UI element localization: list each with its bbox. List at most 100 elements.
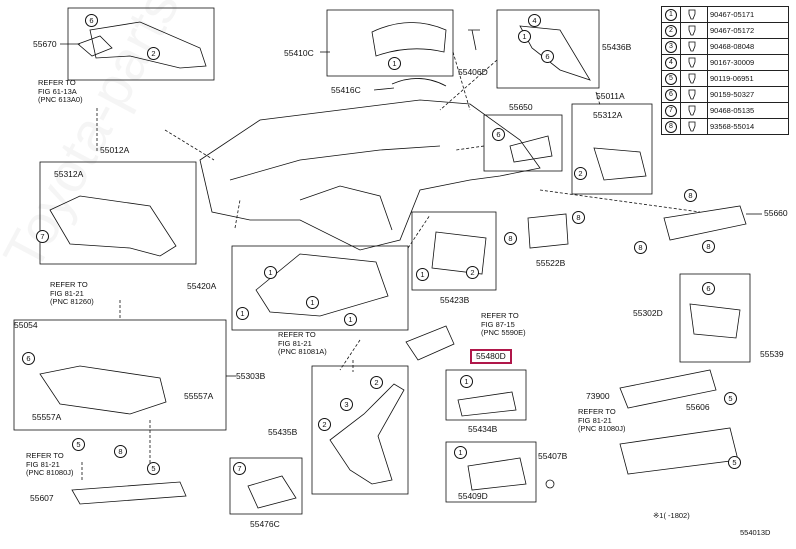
fastener-icon	[680, 70, 708, 87]
box-55423b	[411, 211, 497, 291]
label-55303b[interactable]: 55303B	[236, 371, 266, 381]
parts-table-row[interactable]: 1 90467-05171	[661, 6, 789, 23]
callout-1: 1	[236, 307, 249, 320]
box-55435b	[311, 365, 409, 495]
callout-2: 2	[574, 167, 587, 180]
fastener-parts-table: 1 90467-05171 2 90467-05172 3 90468-08048 4 901…	[661, 6, 789, 135]
label-55435b[interactable]: 55435B	[268, 427, 298, 437]
part-55522b-shape	[527, 213, 569, 249]
parts-table-row[interactable]: 3 90468-08048	[661, 38, 789, 55]
label-55406d[interactable]: 55406D	[458, 67, 488, 77]
label-55420a[interactable]: 55420A	[187, 281, 217, 291]
label-55410c[interactable]: 55410C	[284, 48, 314, 58]
callout-6: 6	[541, 50, 554, 63]
fastener-icon	[680, 6, 708, 23]
parts-table-row[interactable]: 6 90159-50327	[661, 86, 789, 103]
refer-note-81080j-right[interactable]: REFER TO FIG 81-21 (PNC 81080J)	[578, 407, 626, 433]
label-73900[interactable]: 73900	[586, 391, 610, 401]
parts-table-callout: 7	[661, 102, 681, 119]
box-55650	[483, 114, 563, 172]
parts-table-callout: 8	[661, 118, 681, 135]
callout-number: 4	[665, 56, 677, 69]
part-vent-shape	[405, 325, 455, 361]
box-55420a	[231, 245, 409, 331]
part-number-cell[interactable]: 90159-50327	[707, 86, 789, 103]
callout-1: 1	[306, 296, 319, 309]
label-55416c[interactable]: 55416C	[331, 85, 361, 95]
refer-note-5590e[interactable]: REFER TO FIG 87-15 (PNC 5590E)	[481, 311, 526, 337]
refer-note-81081a[interactable]: REFER TO FIG 81-21 (PNC 81081A)	[278, 330, 327, 356]
label-55302d[interactable]: 55302D	[633, 308, 663, 318]
part-55436b-shape	[519, 25, 591, 81]
parts-table-callout: 2	[661, 22, 681, 39]
label-55312a-left[interactable]: 55312A	[54, 169, 84, 179]
parts-table-row[interactable]: 2 90467-05172	[661, 22, 789, 39]
callout-7: 7	[36, 230, 49, 243]
fastener-icon	[680, 38, 708, 55]
label-55476c[interactable]: 55476C	[250, 519, 280, 529]
parts-table-row[interactable]: 5 90119-06951	[661, 70, 789, 87]
label-55409d[interactable]: 55409D	[458, 491, 488, 501]
label-55423b[interactable]: 55423B	[440, 295, 470, 305]
part-number-cell[interactable]: 90468-08048	[707, 38, 789, 55]
callout-number: 8	[665, 120, 677, 133]
label-55054[interactable]: 55054	[14, 320, 38, 330]
callout-1: 1	[460, 375, 473, 388]
parts-table-callout: 3	[661, 38, 681, 55]
callout-number: 1	[665, 8, 677, 21]
callout-3: 3	[340, 398, 353, 411]
part-number-cell[interactable]: 90167-30009	[707, 54, 789, 71]
part-55416c-shape	[391, 78, 447, 87]
parts-table-row[interactable]: 8 93568-55014	[661, 118, 789, 135]
fastener-icon	[680, 118, 708, 135]
callout-number: 6	[665, 88, 677, 101]
callout-6: 6	[22, 352, 35, 365]
part-number-cell[interactable]: 90467-05172	[707, 22, 789, 39]
box-55436b	[496, 9, 600, 89]
part-number-cell[interactable]: 90119-06951	[707, 70, 789, 87]
diagram-code: 554013D	[740, 528, 771, 537]
callout-4: 4	[528, 14, 541, 27]
callout-5: 5	[147, 462, 160, 475]
refer-note-81080j-left[interactable]: REFER TO FIG 81-21 (PNC 81080J)	[26, 451, 74, 477]
label-55407b[interactable]: 55407B	[538, 451, 568, 461]
part-55435b-shape	[329, 383, 405, 485]
label-55670[interactable]: 55670	[33, 39, 57, 49]
callout-8: 8	[504, 232, 517, 245]
part-number-cell[interactable]: 93568-55014	[707, 118, 789, 135]
part-number-cell[interactable]: 90468-05135	[707, 102, 789, 119]
label-55606[interactable]: 55606	[686, 402, 710, 412]
label-55522b[interactable]: 55522B	[536, 258, 566, 268]
label-55539[interactable]: 55539	[760, 349, 784, 359]
part-55302d-shape	[689, 303, 741, 339]
label-55434b[interactable]: 55434B	[468, 424, 498, 434]
callout-7: 7	[233, 462, 246, 475]
part-55012a-shape	[49, 195, 177, 257]
label-55607[interactable]: 55607	[30, 493, 54, 503]
label-55480d-highlighted[interactable]: 55480D	[470, 349, 512, 364]
callout-number: 3	[665, 40, 677, 53]
label-55011a[interactable]: 55011A	[596, 91, 625, 101]
instrument-panel-shape	[199, 99, 541, 251]
label-55660[interactable]: 55660	[764, 208, 788, 218]
label-55436b[interactable]: 55436B	[602, 42, 632, 52]
part-number-cell[interactable]: 90467-05171	[707, 6, 789, 23]
part-55011a-shape	[593, 147, 647, 181]
label-55557a-right[interactable]: 55557A	[184, 391, 214, 401]
part-55606-shape	[619, 427, 739, 475]
label-55557a-left[interactable]: 55557A	[32, 412, 62, 422]
parts-table-row[interactable]: 7 90468-05135	[661, 102, 789, 119]
refer-note-81260[interactable]: REFER TO FIG 81-21 (PNC 81260)	[50, 280, 94, 306]
label-55650[interactable]: 55650	[509, 102, 533, 112]
label-55012a[interactable]: 55012A	[100, 145, 130, 155]
label-55312a-top[interactable]: 55312A	[593, 110, 623, 120]
fastener-icon	[680, 22, 708, 39]
callout-5: 5	[72, 438, 85, 451]
callout-2: 2	[147, 47, 160, 60]
callout-1: 1	[416, 268, 429, 281]
refer-note-613a0[interactable]: REFER TO FIG 61-13A (PNC 613A0)	[38, 78, 83, 104]
parts-table-row[interactable]: 4 90167-30009	[661, 54, 789, 71]
callout-2: 2	[370, 376, 383, 389]
callout-number: 5	[665, 72, 677, 85]
